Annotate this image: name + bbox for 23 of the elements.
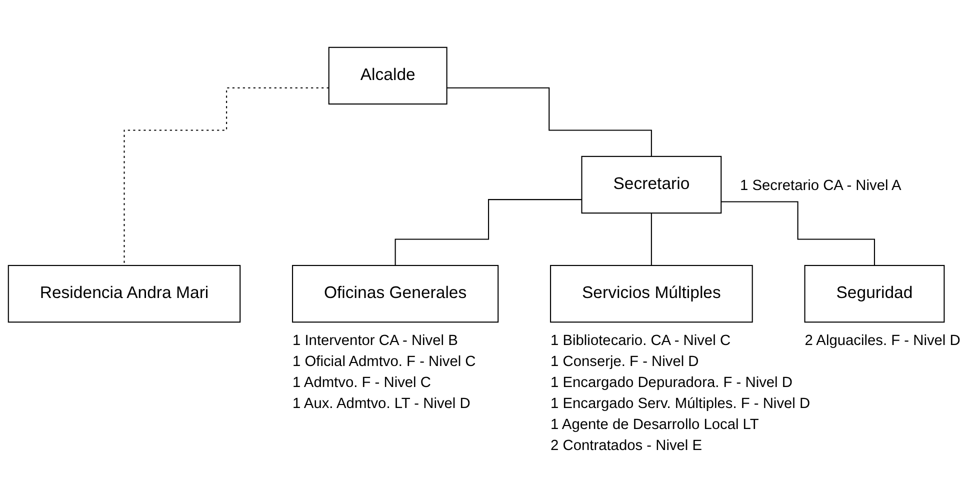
- node-box: Secretario: [581, 156, 722, 214]
- staff-text: 2 Contratados - Nivel E: [550, 438, 702, 454]
- staff-text: 1 Encargado Depuradora. F - Nivel D: [550, 374, 792, 391]
- staff-text: 1 Conserje. F - Nivel D: [550, 354, 699, 370]
- staff-text: 1 Secretario CA - Nivel A: [740, 178, 902, 194]
- node-box: Oficinas Generales: [292, 264, 499, 322]
- node-box: Alcalde: [328, 46, 448, 104]
- connector: [394, 198, 582, 266]
- staff-text: 1 Admtvo. F - Nivel C: [292, 374, 431, 391]
- staff-text: 2 Alguaciles. F - Nivel D: [804, 332, 960, 349]
- node-box: Residencia Andra Mari: [8, 264, 241, 322]
- connector: [124, 87, 329, 266]
- connector: [446, 87, 652, 157]
- connector: [650, 212, 652, 266]
- staff-text: 1 Aux. Admtvo. LT - Nivel D: [292, 396, 470, 412]
- node-box: Seguridad: [804, 264, 945, 322]
- staff-text: 1 Interventor CA - Nivel B: [292, 332, 458, 349]
- staff-text: 1 Encargado Serv. Múltiples. F - Nivel D: [550, 396, 810, 412]
- connector: [721, 200, 875, 266]
- node-box: Servicios Múltiples: [550, 264, 753, 322]
- staff-text: 1 Oficial Admtvo. F - Nivel C: [292, 354, 476, 370]
- staff-text: 1 Agente de Desarrollo Local LT: [550, 416, 759, 433]
- staff-text: 1 Bibliotecario. CA - Nivel C: [550, 332, 731, 349]
